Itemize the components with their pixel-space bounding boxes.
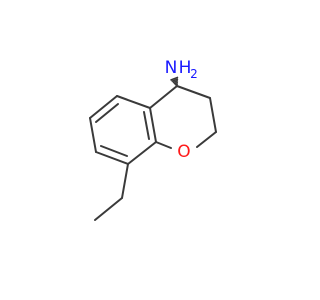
atom-label-nitrogen: N <box>165 58 178 78</box>
bond-c8a-c4a <box>149 107 157 143</box>
hashed-wedge-segment <box>173 81 179 85</box>
bond-o1-c8a <box>155 141 172 149</box>
bond-c5-c6-double <box>95 103 119 123</box>
molecule-diagram: N H 2 O <box>89 58 217 221</box>
bond-c7-c8-double <box>100 145 128 157</box>
bond-c8-ethyl-ch2 <box>121 163 129 199</box>
bond-ethyl-ch2-ch3 <box>94 197 123 221</box>
hashed-wedge-segment <box>170 76 179 81</box>
bond-c2-o1 <box>196 131 217 148</box>
bond-c8-c8a <box>127 141 157 165</box>
bond-c6-c7 <box>89 117 97 153</box>
bond-c4a-c4 <box>149 85 178 109</box>
bond-c8a-c4a-double <box>143 111 150 140</box>
atom-label-nitrogen-hydrogen: H <box>179 58 192 78</box>
stereo-hashed-wedge-bond <box>170 76 179 86</box>
atom-label-nitrogen-hydrogen-count: 2 <box>190 67 198 81</box>
bond-c5-c6 <box>89 95 118 119</box>
atom-label-oxygen: O <box>177 142 190 162</box>
bond-c4a-c5 <box>116 95 151 109</box>
bond-c7-c8 <box>95 151 129 165</box>
hashed-wedge-segment <box>172 79 179 84</box>
structure-canvas: N H 2 O <box>89 58 217 221</box>
hashed-wedge-segment <box>171 78 179 83</box>
hashed-wedge-segment <box>174 83 179 86</box>
bond-c3-c2 <box>209 97 217 133</box>
bond-c4-c3 <box>176 85 211 99</box>
